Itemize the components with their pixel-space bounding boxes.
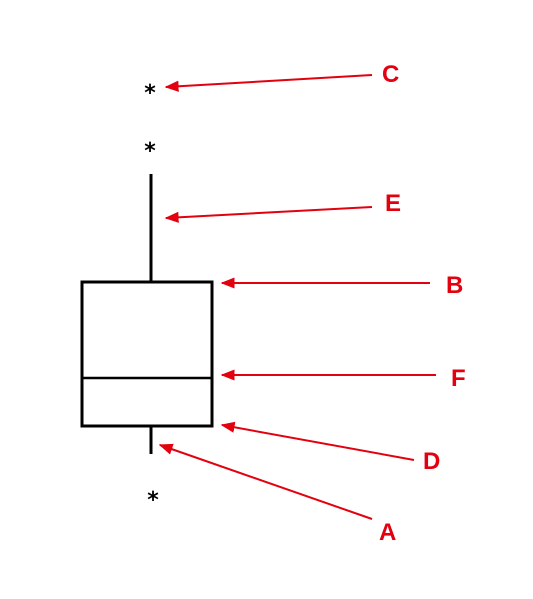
label-d: D [423,448,440,475]
annotation-labels: C E B F D A [379,61,466,546]
outliers: * * * [144,81,159,513]
label-f: F [451,365,466,392]
box [80,280,214,428]
arrow-d [220,421,415,461]
label-e: E [385,190,401,217]
arrow-a [158,443,373,520]
outlier-lower: * [147,488,159,513]
label-b: B [446,272,463,299]
label-c: C [382,61,399,88]
outlier-top: * [144,81,156,106]
boxplot [80,174,214,454]
arrow-c [164,74,373,92]
outlier-upper: * [144,139,156,164]
arrow-e [164,206,373,223]
label-a: A [379,519,396,546]
annotation-arrows [158,74,436,520]
